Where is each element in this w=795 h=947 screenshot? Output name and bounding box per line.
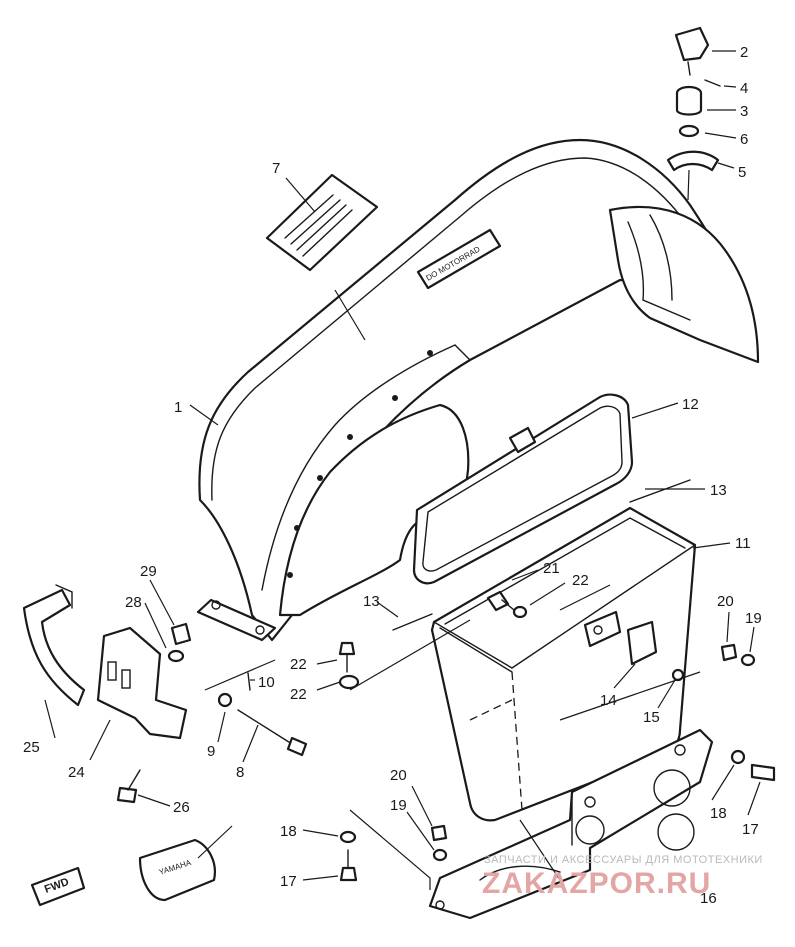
part-box-case: [430, 506, 697, 822]
callout-18-right: 18: [710, 805, 727, 822]
callout-2: 2: [740, 44, 748, 61]
callout-11: 11: [735, 535, 751, 552]
callout-15: 15: [643, 709, 660, 726]
callout-10: 10: [258, 674, 275, 691]
callout-20-lower: 20: [390, 767, 407, 784]
callout-26: 26: [173, 799, 190, 816]
callout-9: 9: [207, 743, 215, 760]
fwd-arrow: FWD: [30, 866, 86, 907]
part-knob-stack: [666, 26, 721, 201]
watermark-site: ZAKAZPOR.RU: [482, 867, 711, 900]
callout-25: 25: [23, 739, 40, 756]
callout-14: 14: [600, 692, 617, 709]
part-bracket-plate: [96, 626, 188, 740]
callout-24: 24: [68, 764, 85, 781]
part-strap: [22, 584, 86, 707]
callout-19-right: 19: [745, 610, 762, 627]
callout-12: 12: [682, 396, 699, 413]
callout-3: 3: [740, 103, 748, 120]
callout-23: 22: [290, 656, 307, 673]
callout-7: 7: [272, 160, 280, 177]
callout-17-right: 17: [742, 821, 759, 838]
callout-28: 29: [140, 563, 157, 580]
callout-16: 16: [700, 890, 717, 907]
leader-lines: [44, 50, 761, 881]
callout-1: 1: [174, 399, 182, 416]
callout-18-lower: 18: [280, 823, 297, 840]
part-mounting-bracket: [428, 728, 714, 920]
callout-22-left: 22: [290, 686, 307, 703]
callout-20-right: 20: [717, 593, 734, 610]
callout-labels: 2 4 3 6 5 7 1 12 13 11 13 21 22 29 28 20…: [23, 44, 762, 907]
callout-21: 21: [543, 560, 560, 577]
callout-19-lower: 19: [390, 797, 407, 814]
callout-5: 5: [738, 164, 746, 181]
callout-13-right: 13: [710, 482, 727, 499]
callout-17-lower: 17: [280, 873, 297, 890]
callout-13-left: 13: [363, 593, 380, 610]
callout-22-top: 22: [572, 572, 589, 589]
part-fasteners: [116, 479, 776, 882]
part-tool-bag: YAMAHA: [138, 838, 216, 902]
part-gasket-frame: [412, 393, 634, 585]
callout-8: 8: [236, 764, 244, 781]
assembly-lines: [204, 289, 701, 890]
part-decal-label: [265, 173, 379, 272]
callout-4: 4: [740, 80, 748, 97]
watermark-tagline: ЗАПЧАСТИ И АКСЕССУАРЫ ДЛЯ МОТОТЕХНИКИ: [484, 854, 763, 866]
callout-27: 28: [125, 594, 142, 611]
callout-6: 6: [740, 131, 748, 148]
watermark: ЗАПЧАСТИ И АКСЕССУАРЫ ДЛЯ МОТОТЕХНИКИ ZA…: [482, 854, 763, 900]
part-cover-housing: DO MOTORRAD: [196, 138, 760, 642]
